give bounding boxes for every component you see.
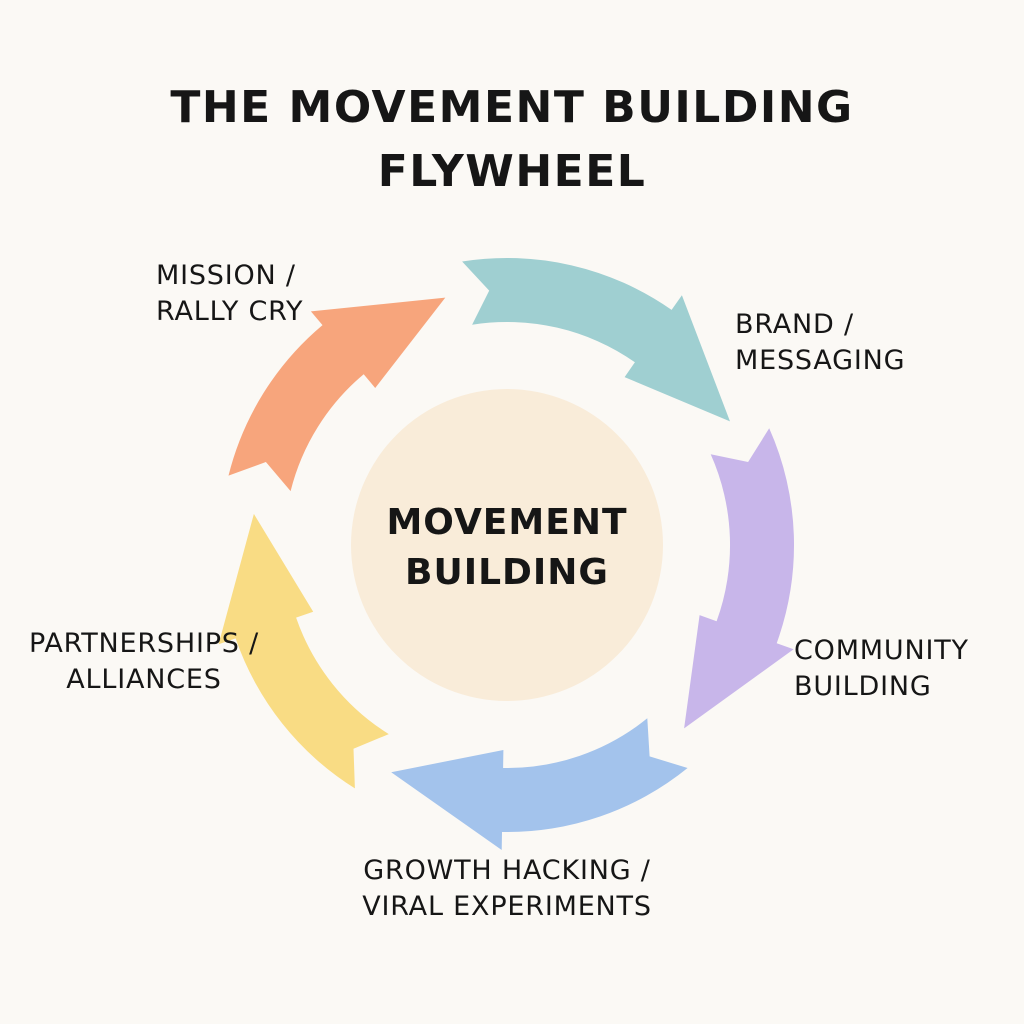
stage-label-brand: BRAND / MESSAGING (735, 307, 905, 379)
stage-label-line-1: BRAND / (735, 309, 854, 340)
arrow-segment-mission (228, 297, 446, 492)
arrow-segment-growth (391, 718, 688, 850)
flywheel-arrows (218, 257, 795, 850)
stage-label-line-2: RALLY CRY (156, 296, 304, 327)
title-line-1: THE MOVEMENT BUILDING (170, 82, 854, 133)
stage-label-growth: GROWTH HACKING / VIRAL EXPERIMENTS (346, 853, 668, 925)
title-line-2: FLYWHEEL (377, 146, 647, 197)
stage-label-mission: MISSION / RALLY CRY (156, 258, 303, 330)
stage-label-community: COMMUNITY BUILDING (794, 633, 969, 705)
stage-label-line-1: COMMUNITY (794, 635, 969, 666)
hub-label-line-1: MOVEMENT (386, 502, 628, 543)
arrow-segment-community (684, 428, 795, 729)
hub-label-line-2: BUILDING (405, 552, 609, 593)
hub-label: MOVEMENT BUILDING (352, 498, 662, 598)
arrow-segment-brand (462, 257, 730, 422)
hub-circle (351, 389, 663, 701)
stage-label-line-1: MISSION / (156, 260, 296, 291)
stage-label-line-1: PARTNERSHIPS / (28, 628, 260, 659)
diagram-title: THE MOVEMENT BUILDING FLYWHEEL (0, 76, 1024, 204)
stage-label-line-1: GROWTH HACKING / (363, 855, 651, 886)
stage-label-partnerships: PARTNERSHIPS / ALLIANCES (18, 626, 270, 698)
arrow-segment-partnerships (218, 513, 389, 789)
stage-label-line-2: MESSAGING (735, 345, 906, 376)
stage-label-line-2: BUILDING (794, 671, 932, 702)
stage-label-line-2: ALLIANCES (66, 664, 222, 695)
stage-label-line-2: VIRAL EXPERIMENTS (362, 891, 652, 922)
